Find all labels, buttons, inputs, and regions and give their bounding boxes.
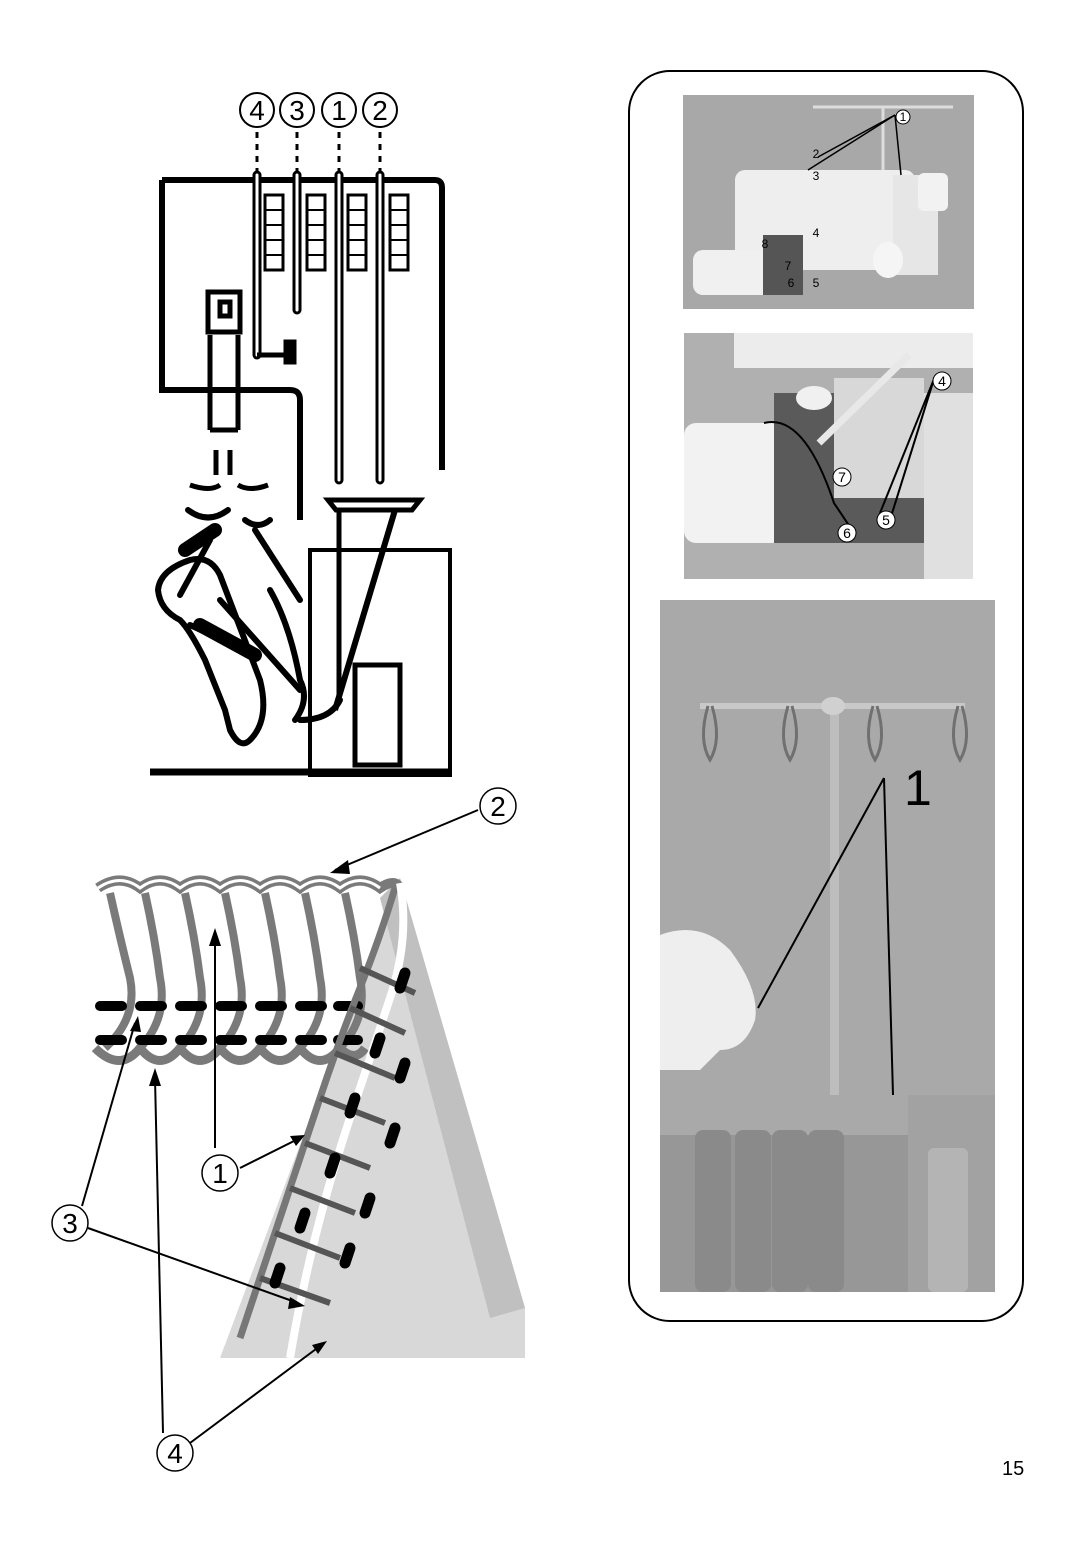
photo2-label-5: 5 — [882, 512, 890, 528]
photo3-label-1: 1 — [904, 760, 932, 816]
stitch-diagram: 2 1 3 4 — [51, 787, 525, 1472]
thread-label-3: 3 — [279, 92, 315, 128]
svg-text:4: 4 — [167, 1438, 183, 1469]
thread-label-2: 2 — [362, 92, 398, 128]
thread-label-4: 4 — [239, 92, 275, 128]
photo1-label-5: 5 — [813, 276, 820, 290]
svg-text:3: 3 — [62, 1208, 78, 1239]
photo1-label-1: 1 — [900, 110, 907, 124]
stitch-label-2: 2 — [479, 787, 517, 825]
svg-text:3: 3 — [289, 95, 305, 126]
stitch-label-4: 4 — [156, 1434, 194, 1472]
photo2-label-6: 6 — [843, 525, 851, 541]
stitch-label-1: 1 — [201, 1154, 239, 1192]
thread-label-1: 1 — [321, 92, 357, 128]
photo1-label-7: 7 — [785, 259, 792, 273]
photo1-label-2: 2 — [813, 147, 820, 161]
svg-text:2: 2 — [372, 95, 388, 126]
photo1-label-4: 4 — [813, 226, 820, 240]
svg-text:1: 1 — [212, 1158, 228, 1189]
photo2-label-4: 4 — [938, 373, 946, 389]
photo-looper-threading: 4 5 6 7 — [684, 333, 973, 579]
stitch-label-3: 3 — [51, 1204, 89, 1242]
photo1-label-6: 6 — [788, 276, 795, 290]
photo1-label-8: 8 — [762, 237, 769, 251]
photo2-label-7: 7 — [838, 469, 846, 485]
photo1-label-3: 3 — [813, 169, 820, 183]
svg-text:4: 4 — [249, 95, 265, 126]
photo-overlock-front: 1 2 3 4 5 6 7 8 — [683, 95, 974, 309]
svg-text:2: 2 — [490, 791, 506, 822]
photo-thread-stand: 1 — [660, 600, 995, 1292]
page-number: 15 — [1002, 1458, 1025, 1480]
threading-diagram: 4 3 1 2 — [150, 92, 452, 777]
svg-text:1: 1 — [331, 95, 347, 126]
